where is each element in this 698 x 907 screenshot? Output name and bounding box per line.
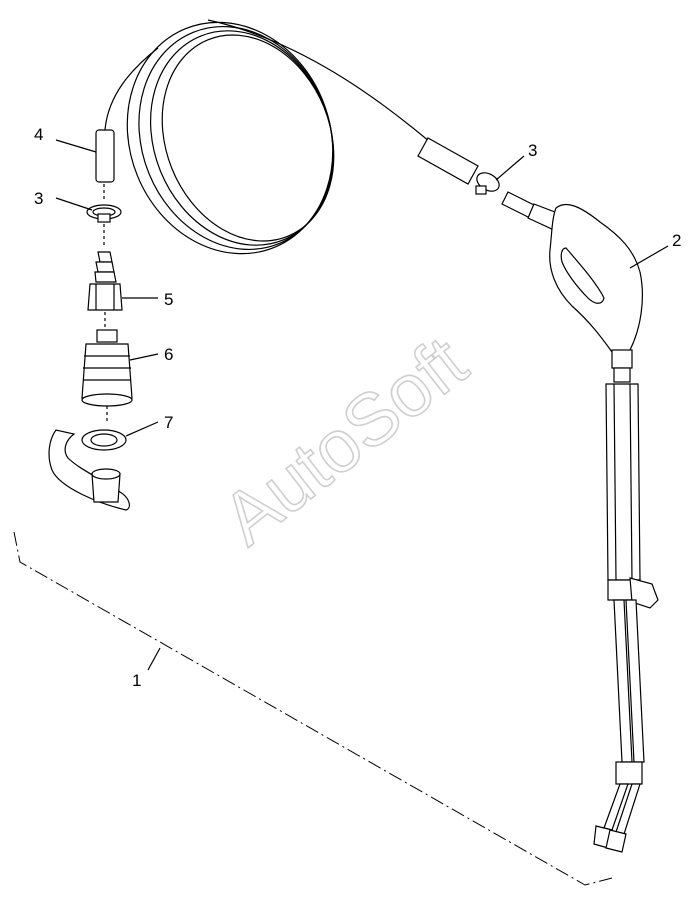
callout-4: 4 bbox=[34, 125, 43, 144]
callout-2: 2 bbox=[672, 231, 681, 250]
coiled-hose bbox=[104, 19, 431, 255]
callout-7: 7 bbox=[164, 413, 173, 432]
kit-outline bbox=[13, 531, 613, 886]
quick-coupling bbox=[81, 329, 133, 424]
hose-clamp-right bbox=[475, 172, 500, 195]
barbed-nipple-nut bbox=[87, 251, 123, 328]
hose-sleeve-left bbox=[95, 129, 115, 202]
leader-lines bbox=[55, 139, 669, 671]
callout-6: 6 bbox=[164, 345, 173, 364]
coupling-cap bbox=[48, 429, 130, 511]
callout-3-right: 3 bbox=[528, 141, 537, 160]
hose-clamp-left bbox=[86, 204, 122, 246]
hose-sleeve-right bbox=[417, 137, 479, 185]
watermark: AutoSoft bbox=[207, 320, 482, 560]
callout-1: 1 bbox=[132, 671, 141, 690]
gun-inlet-fitting bbox=[501, 191, 561, 231]
callout-3-left: 3 bbox=[34, 189, 43, 208]
spray-lance bbox=[593, 383, 659, 853]
callout-5: 5 bbox=[164, 290, 173, 309]
spray-gun bbox=[549, 203, 643, 383]
